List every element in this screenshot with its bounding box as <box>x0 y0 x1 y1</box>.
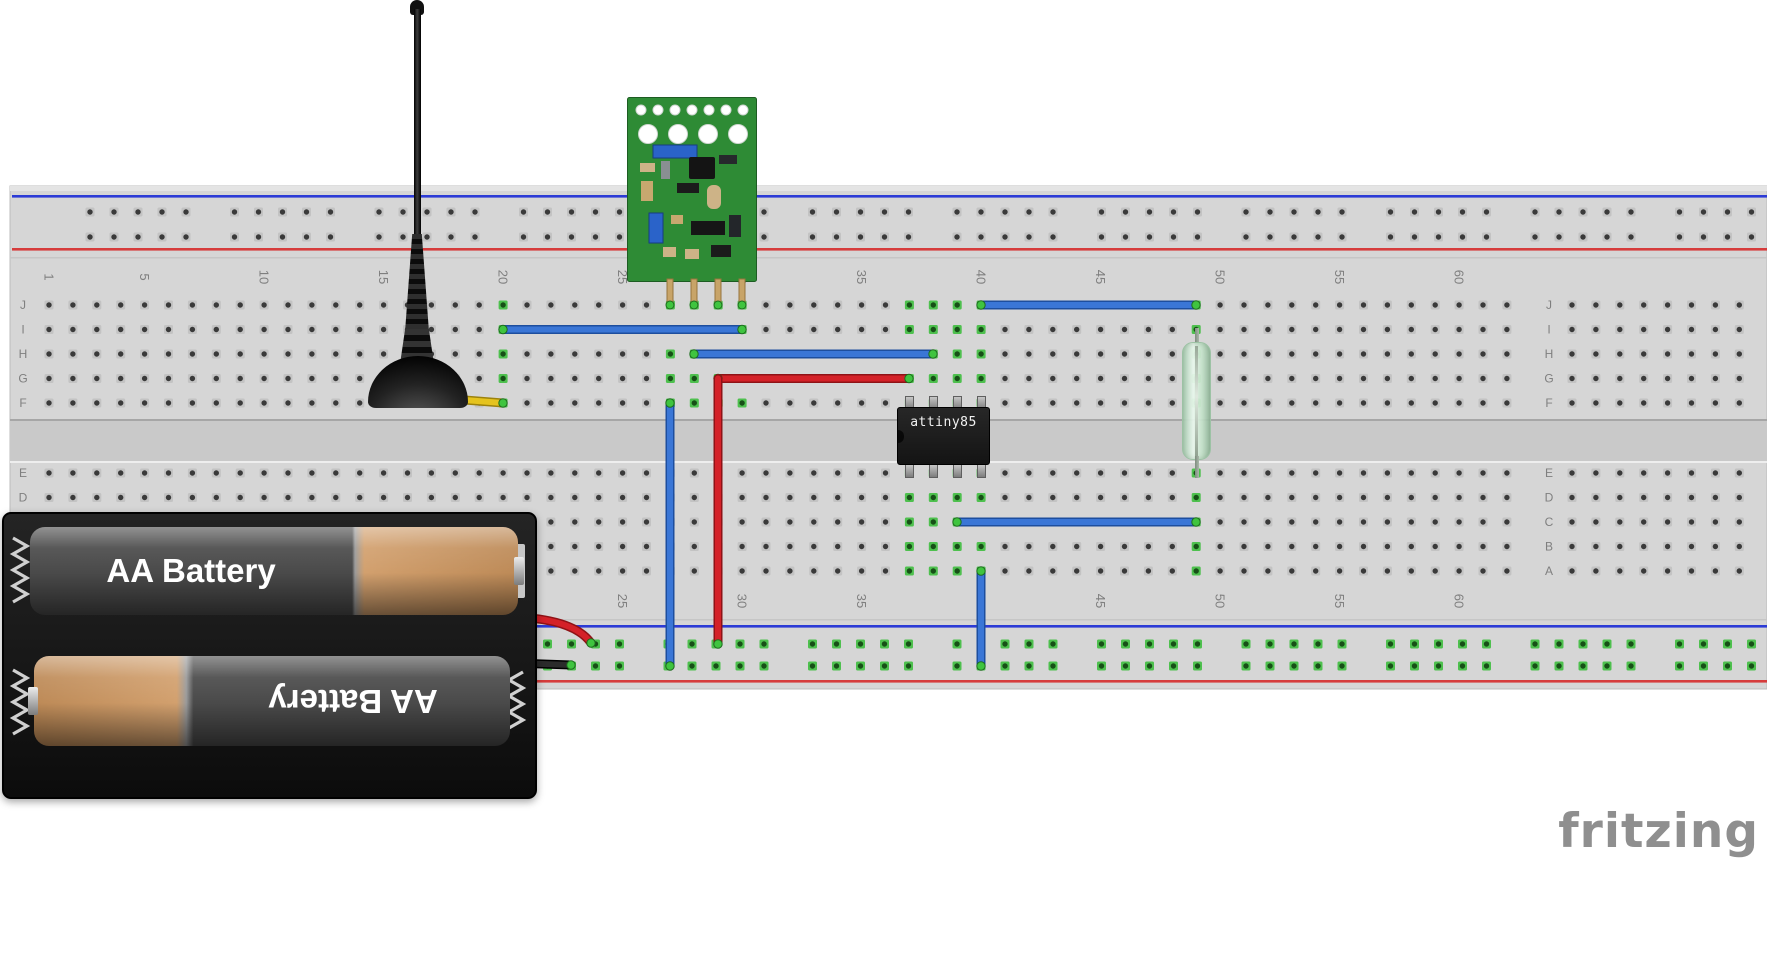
rf-transmitter-module[interactable] <box>627 97 757 312</box>
column-number: 1 <box>42 273 57 280</box>
wire-end-connection <box>928 349 938 359</box>
reed-glass-body <box>1182 342 1211 460</box>
battery-1-label: AA Battery <box>106 552 276 589</box>
column-number: 25 <box>615 270 630 284</box>
rf-module-components <box>640 144 741 259</box>
row-label: H <box>19 347 28 361</box>
column-number: 55 <box>1332 594 1347 608</box>
chip-notch-icon <box>898 430 904 443</box>
fritzing-logo: fritzing <box>1558 804 1759 859</box>
wire-end-connection <box>952 517 962 527</box>
column-number: 50 <box>1213 270 1228 284</box>
spring-contact-icon <box>9 668 31 736</box>
column-number: 55 <box>1332 270 1347 284</box>
column-number: 45 <box>1093 594 1108 608</box>
row-label: F <box>19 396 26 410</box>
row-label: E <box>1545 466 1553 480</box>
row-label: G <box>18 372 27 386</box>
battery-2-label: AA Battery <box>268 683 438 720</box>
rf-module-pins <box>665 278 747 310</box>
battery-1[interactable]: AA Battery <box>30 527 524 615</box>
wire-end-connection <box>904 373 914 384</box>
reed-lead-bottom <box>1195 456 1199 478</box>
reed-contact <box>1195 346 1198 458</box>
battery-holder[interactable]: AA Battery AA Battery <box>2 512 537 799</box>
rf-module-art <box>627 97 757 310</box>
row-label: C <box>1545 515 1554 529</box>
reed-lead-top <box>1195 328 1199 350</box>
wire-end-connection <box>689 349 699 359</box>
wire-end-connection <box>1191 300 1201 310</box>
column-number: 5 <box>137 273 152 280</box>
row-label: D <box>1545 491 1554 505</box>
row-label: I <box>21 323 24 337</box>
battery-surface <box>34 656 510 746</box>
chip-label: attiny85 <box>910 415 977 430</box>
row-label: G <box>1544 372 1553 386</box>
spring-contact-icon <box>9 536 31 604</box>
column-number: 40 <box>974 270 989 284</box>
column-number: 60 <box>1452 270 1467 284</box>
row-label: H <box>1545 347 1554 361</box>
rf-module-mount-holes <box>635 104 749 144</box>
wire-end-connection <box>976 566 986 576</box>
wire-end-connection <box>498 324 508 335</box>
spring-contact-icon <box>505 670 527 730</box>
antenna-taper-icon <box>405 234 429 332</box>
column-number: 35 <box>854 594 869 608</box>
battery-positive-tip <box>28 687 38 715</box>
reed-switch[interactable] <box>1182 328 1212 478</box>
row-label: E <box>19 466 27 480</box>
column-number: 45 <box>1093 270 1108 284</box>
antenna-rod-icon <box>413 9 421 237</box>
wire-end-connection <box>737 324 747 335</box>
row-label: B <box>1545 540 1553 554</box>
chip-body: attiny85 <box>897 407 990 465</box>
column-number: 10 <box>257 270 272 284</box>
antenna-base-icon <box>368 356 468 408</box>
chip-pin <box>904 464 914 478</box>
attiny85-chip[interactable]: attiny85 <box>897 396 990 478</box>
row-label: D <box>19 491 28 505</box>
column-number: 60 <box>1452 594 1467 608</box>
row-label: F <box>1545 396 1552 410</box>
row-label: J <box>20 298 26 312</box>
column-number: 35 <box>854 270 869 284</box>
wire-end-connection <box>586 638 596 648</box>
battery-positive-tip <box>514 557 524 585</box>
row-label: A <box>1545 564 1553 578</box>
wire-end-connection <box>498 398 508 408</box>
column-number: 20 <box>496 270 511 284</box>
wire-end-connection <box>566 660 576 670</box>
antenna[interactable] <box>366 0 502 412</box>
column-number: 50 <box>1213 594 1228 608</box>
column-number: 30 <box>735 594 750 608</box>
wire-end-connection <box>665 661 675 671</box>
chip-pin <box>976 464 986 478</box>
wire-end-connection <box>1191 517 1201 527</box>
battery-2[interactable]: AA Battery <box>28 656 510 746</box>
wire-end-connection <box>665 398 675 408</box>
chip-pin <box>928 464 938 478</box>
wire-end-connection <box>713 639 723 649</box>
column-number: 15 <box>376 270 391 284</box>
row-label: I <box>1547 323 1550 337</box>
battery-surface <box>30 527 518 615</box>
column-number: 25 <box>615 594 630 608</box>
wire-end-connection <box>976 661 986 671</box>
row-label: J <box>1546 298 1552 312</box>
chip-pin <box>952 464 962 478</box>
wire-end-connection <box>976 300 986 310</box>
